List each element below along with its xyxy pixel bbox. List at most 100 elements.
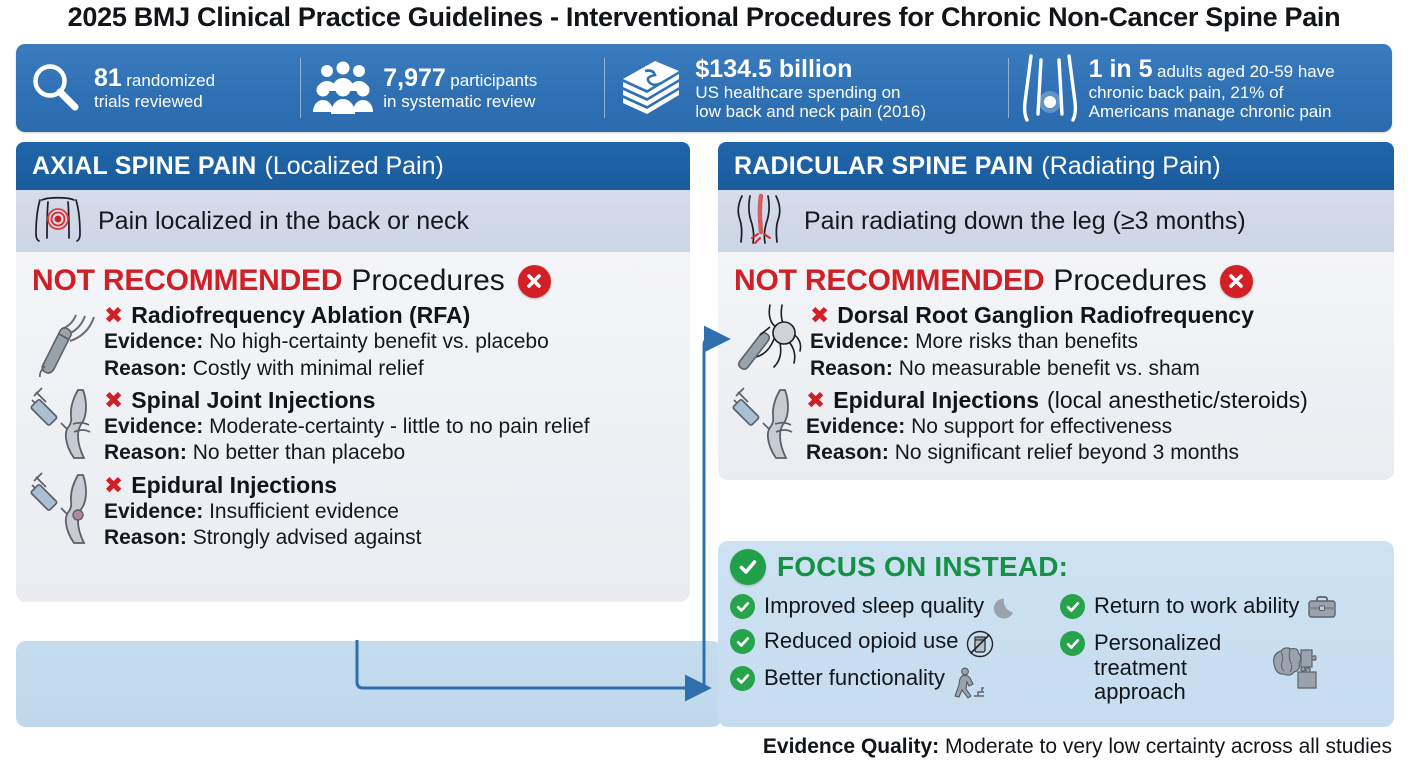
reason-label: Reason: — [104, 356, 187, 380]
reason-text: No better than placebo — [192, 441, 406, 465]
x-mark-icon: ✖ — [104, 386, 124, 413]
procedure-evidence: Evidence: No support for effectiveness — [806, 414, 1382, 439]
reason-label: Reason: — [810, 356, 893, 380]
procedure-evidence: Evidence: Insufficient evidence — [104, 499, 678, 524]
focus-header: FOCUS ON INSTEAD: — [730, 549, 1384, 585]
x-mark-icon: ✖ — [806, 386, 826, 413]
syringe-joint-icon — [730, 385, 806, 463]
stat-prevalence: 1 in 5 adults aged 20-59 have chronic ba… — [1009, 44, 1392, 132]
stat-divider — [604, 58, 606, 118]
procedure-evidence: Evidence: No high-certainty benefit vs. … — [104, 329, 678, 354]
stat-text-2: low back and neck pain (2016) — [695, 102, 926, 121]
procedure-name: Dorsal Root Ganglion Radiofrequency — [837, 302, 1254, 328]
left-bottom-blue-block — [16, 641, 722, 727]
back-pain-localized-icon — [30, 194, 86, 249]
reason-text: Strongly advised against — [192, 526, 422, 550]
procedure-reason: Reason: Strongly advised against — [104, 525, 678, 550]
person-stairs-icon — [952, 666, 986, 700]
axial-not-recommended-heading: NOT RECOMMENDED Procedures — [32, 264, 678, 298]
procedure-title: ✖ Radiofrequency Ablation (RFA) — [104, 302, 678, 328]
x-mark-icon: ✖ — [810, 302, 830, 328]
evidence-label: Evidence: — [104, 330, 204, 354]
key-stats-bar: 81 randomized trials reviewed — [16, 44, 1392, 132]
check-circle-icon — [730, 549, 766, 585]
x-circle-icon — [517, 264, 551, 298]
torso-pain-icon — [1019, 52, 1081, 124]
focus-item: Better functionality — [730, 665, 1060, 700]
leg-radiating-pain-icon — [732, 192, 792, 251]
radicular-not-recommended-heading: NOT RECOMMENDED Procedures — [734, 264, 1382, 298]
procedure-title: ✖ Spinal Joint Injections — [104, 387, 678, 413]
evidence-quality-footer: Evidence Quality: Moderate to very low c… — [0, 735, 1392, 759]
procedure-item: ✖ Dorsal Root Ganglion Radiofrequency Ev… — [730, 300, 1382, 381]
evidence-text: Insufficient evidence — [209, 500, 399, 524]
briefcase-icon — [1306, 594, 1338, 622]
procedure-reason: Reason: No measurable benefit vs. sham — [810, 356, 1382, 381]
brain-puzzle-icon — [1268, 642, 1324, 694]
focus-item: Reduced opioid use — [730, 628, 1060, 659]
procedure-item: ✖ Spinal Joint Injections Evidence: Mode… — [28, 385, 678, 466]
stat-text-1: participants — [450, 71, 538, 91]
stat-value: $134.5 billion — [695, 54, 853, 83]
procedure-reason: Reason: Costly with minimal relief — [104, 356, 678, 381]
evidence-label: Evidence: — [104, 500, 204, 524]
stat-text-1: randomized — [126, 71, 216, 91]
procedure-name-paren: (local anesthetic/steroids) — [1047, 386, 1308, 413]
reason-text: Costly with minimal relief — [192, 356, 424, 380]
procedure-reason: Reason: No significant relief beyond 3 m… — [806, 440, 1382, 465]
focus-item: Personalized treatment approach — [1060, 630, 1380, 705]
procedure-title: ✖ Dorsal Root Ganglion Radiofrequency — [810, 302, 1382, 328]
focus-item-label: Reduced opioid use — [764, 628, 959, 653]
stat-text-2: in systematic review — [383, 92, 536, 112]
page-title: 2025 BMJ Clinical Practice Guidelines - … — [67, 2, 1341, 32]
evidence-quality-text: Moderate to very low certainty across al… — [944, 735, 1392, 758]
check-circle-icon — [730, 629, 755, 654]
focus-item: Return to work ability — [1060, 593, 1380, 622]
check-circle-icon — [1060, 594, 1085, 619]
x-mark-icon: ✖ — [104, 471, 124, 498]
procedure-name: Epidural Injections — [833, 386, 1040, 413]
stat-text-3: Americans manage chronic pain — [1088, 102, 1332, 121]
stat-divider — [1007, 58, 1009, 118]
moon-icon — [991, 594, 1019, 622]
focus-item-label: Return to work ability — [1094, 593, 1300, 618]
focus-column-left: Improved sleep quality Reduced opioid us… — [730, 587, 1060, 705]
procedure-evidence: Evidence: Moderate-certainty - little to… — [104, 414, 678, 439]
radicular-panel-header: RADICULAR SPINE PAIN (Radiating Pain) — [718, 142, 1394, 190]
procedure-title: ✖ Epidural Injections — [104, 472, 678, 498]
stat-text-1: adults aged 20-59 have — [1157, 61, 1335, 81]
focus-on-instead-box: FOCUS ON INSTEAD: Improved sleep quality — [718, 541, 1394, 727]
axial-panel-body: NOT RECOMMENDED Procedures — [16, 252, 690, 602]
radicular-header-regular: (Radiating Pain) — [1041, 151, 1221, 180]
stat-spending: $134.5 billion US healthcare spending on… — [605, 44, 1007, 132]
stat-participants: 7,977 participants in systematic review — [301, 44, 604, 132]
procedure-item: ✖ Epidural Injections (local anesthetic/… — [730, 385, 1382, 466]
procedure-name: Epidural Injections — [131, 471, 338, 498]
reason-label: Reason: — [806, 441, 889, 465]
stat-value: 1 in 5 — [1088, 54, 1153, 83]
evidence-text: More risks than benefits — [915, 330, 1138, 354]
axial-subtitle: Pain localized in the back or neck — [98, 206, 470, 235]
reason-label: Reason: — [104, 441, 187, 465]
radicular-spine-pain-panel: RADICULAR SPINE PAIN (Radiating Pain) — [718, 142, 1394, 480]
procedure-title: ✖ Epidural Injections (local anesthetic/… — [806, 387, 1382, 413]
procedure-name: Radiofrequency Ablation (RFA) — [131, 302, 471, 328]
axial-panel-header: AXIAL SPINE PAIN (Localized Pain) — [16, 142, 690, 190]
check-circle-icon — [1060, 631, 1085, 656]
focus-item: Improved sleep quality — [730, 593, 1060, 622]
focus-columns: Improved sleep quality Reduced opioid us… — [730, 587, 1384, 705]
axial-nr-red-text: NOT RECOMMENDED — [32, 264, 343, 297]
radicular-nr-red-text: NOT RECOMMENDED — [734, 264, 1045, 297]
evidence-quality-label: Evidence Quality: — [762, 735, 940, 758]
procedure-name: Spinal Joint Injections — [131, 386, 376, 413]
focus-header-text: FOCUS ON INSTEAD: — [777, 551, 1069, 582]
axial-subtitle-bar: Pain localized in the back or neck — [16, 190, 690, 252]
stat-trials: 81 randomized trials reviewed — [16, 44, 300, 132]
check-circle-icon — [730, 594, 755, 619]
radicular-subtitle: Pain radiating down the leg (≥3 months) — [804, 206, 1246, 235]
rf-probe-icon — [28, 300, 104, 378]
axial-nr-black-text: Procedures — [351, 264, 505, 297]
procedure-item: ✖ Radiofrequency Ablation (RFA) Evidence… — [28, 300, 678, 381]
radicular-nr-black-text: Procedures — [1053, 264, 1207, 297]
